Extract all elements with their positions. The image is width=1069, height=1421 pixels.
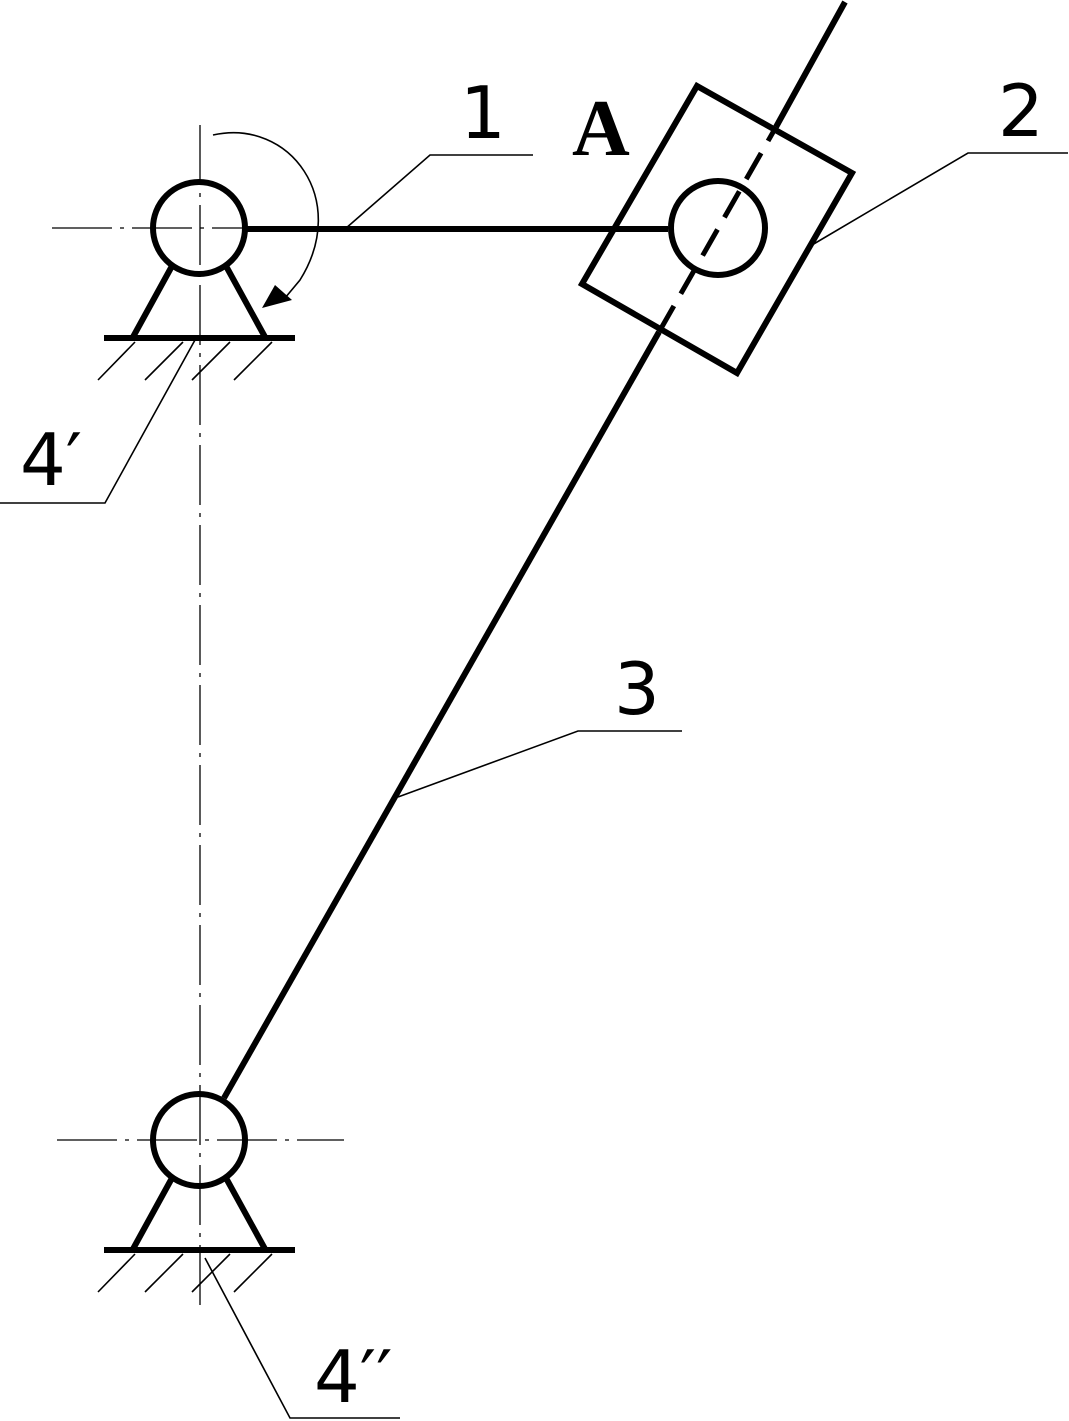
rotation-direction-arrow-icon	[212, 132, 320, 308]
label-2: 2	[998, 69, 1044, 153]
label-4-bottom: 4′′	[314, 1335, 393, 1419]
leader-3	[397, 730, 682, 798]
label-1: 1	[460, 71, 506, 155]
top-pivot-support	[97, 179, 295, 381]
label-A: A	[572, 85, 630, 173]
slider-block-2	[577, 81, 857, 378]
rocker-link-3-lower	[221, 330, 662, 1100]
label-4-top: 4′	[20, 418, 82, 502]
rocker-link-3-upper	[773, 0, 848, 129]
leader-2	[811, 152, 1068, 246]
rocker-link-3-hidden	[656, 125, 779, 334]
leader-1	[344, 154, 533, 230]
label-3: 3	[614, 647, 660, 731]
leader-4-bottom	[204, 1257, 400, 1419]
joint-A	[668, 178, 768, 278]
leader-4-top	[0, 339, 196, 504]
bottom-pivot-support	[97, 1091, 295, 1293]
